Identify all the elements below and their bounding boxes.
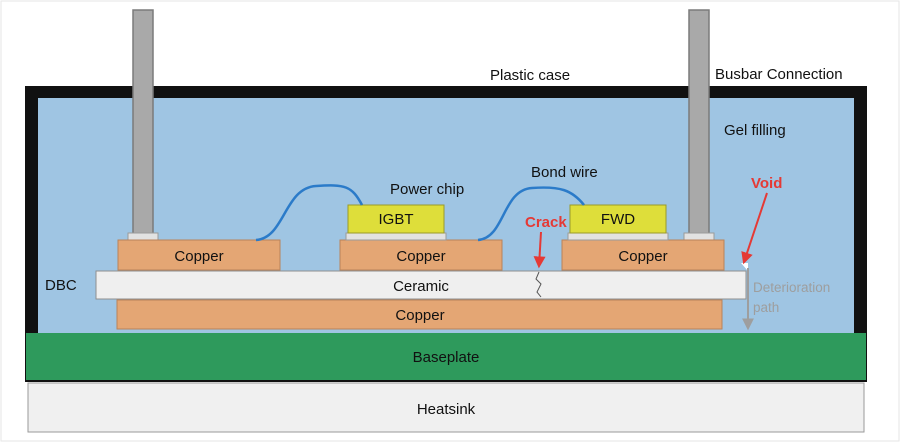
bond-wire-label: Bond wire [531,164,598,181]
busbar-foot-left [127,232,159,241]
fwd-label: FWD [601,211,635,228]
igbt-chip [347,204,445,234]
deterioration-label-line-2: path [753,300,779,315]
fwd-solder [567,232,669,241]
void-arrow [741,192,768,265]
power-chip-label: Power chip [390,181,464,198]
copper-bottom-label: Copper [395,307,444,324]
ceramic [95,270,747,300]
baseplate [26,333,866,380]
copper-top-right-label: Copper [618,248,667,265]
copper-top-left [117,239,281,271]
busbar-connection-label: Busbar Connection [715,66,843,83]
dbc-label: DBC [45,277,77,294]
crack-label: Crack [525,214,567,231]
busbar-terminal-left [132,9,154,236]
copper-bottom [116,299,723,330]
heatsink [27,382,865,433]
igbt-solder [345,232,447,241]
igbt-label: IGBT [378,211,413,228]
bond-wire-left [255,184,364,242]
copper-top-middle [339,239,503,271]
crack-arrow [533,231,546,269]
plastic-case-label: Plastic case [490,67,570,84]
deterioration-label-line-1: Deterioration [753,280,830,295]
fwd-chip [569,204,667,234]
busbar-foot-right [683,232,715,241]
heatsink-label: Heatsink [417,401,476,418]
gel-filling-label: Gel filling [724,122,786,139]
void-label: Void [751,175,782,192]
bond-wire-right [477,186,585,242]
copper-top-middle-label: Copper [396,248,445,265]
ceramic-label: Ceramic [393,278,449,295]
void-marker [741,263,748,271]
crack-mark [535,271,542,298]
baseplate-label: Baseplate [413,349,480,366]
busbar-terminal-right [688,9,710,236]
copper-top-left-label: Copper [174,248,223,265]
